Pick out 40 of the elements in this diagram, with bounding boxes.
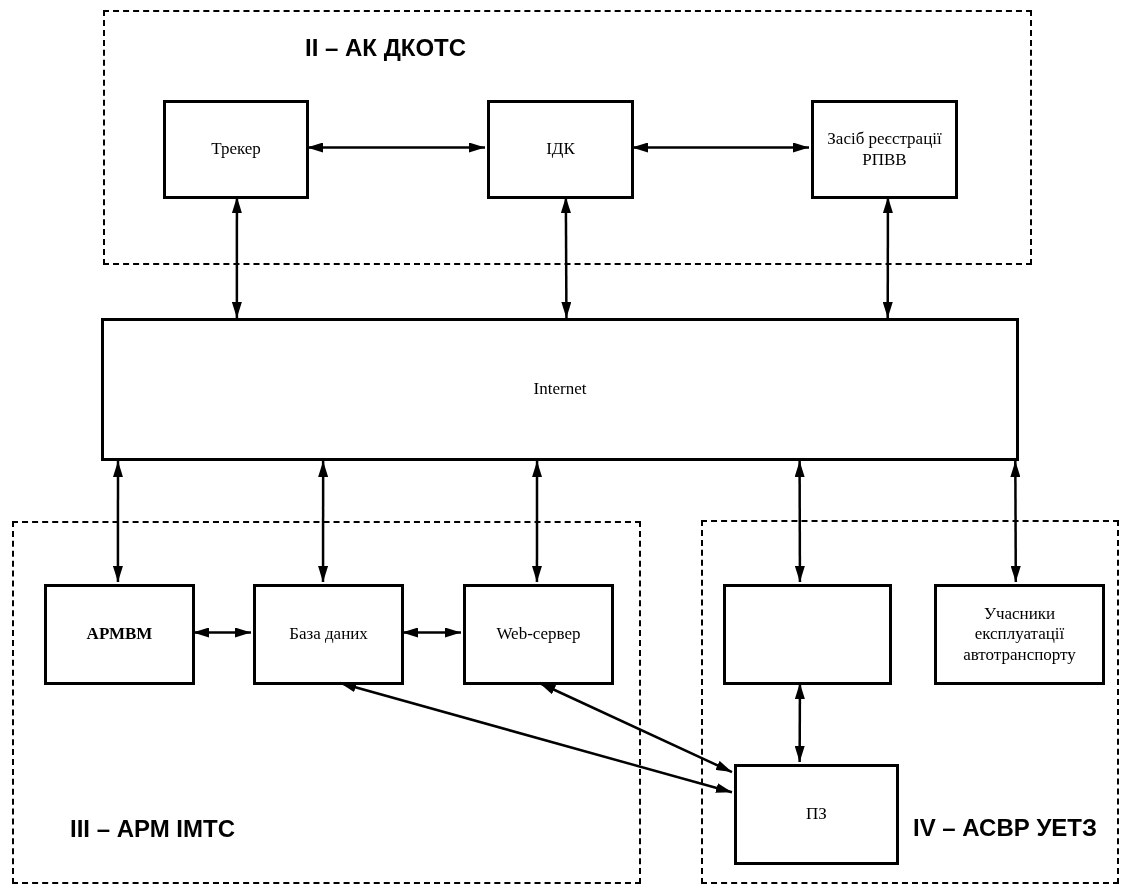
box-label: Web-сервер [496,624,581,645]
double-arrow [560,197,572,318]
dashed-group-boundary [701,520,1119,884]
process-box [253,584,404,685]
box-label: Трекер [211,139,261,160]
process-box [723,584,892,685]
box-label: ІДК [546,139,575,160]
double-arrow [193,627,251,638]
group-heading: II – АК ДКОТС [305,34,467,62]
double-arrow [882,197,893,318]
process-box [811,100,958,199]
double-arrow [231,197,242,318]
dashed-group-boundary [12,521,641,884]
process-box [163,100,309,199]
double-arrow [794,683,805,762]
double-arrow [632,142,809,153]
process-box [101,318,1019,461]
box-label: Засіб реєстрації РПВВ [826,129,943,170]
group-heading: III – АРМ ІМТС [70,815,236,843]
double-arrow [531,461,543,582]
box-label: Учасники експлуатації автотранспорту [962,603,1077,666]
double-arrow [402,627,461,638]
group-heading: IV – АСВР УЕТЗ [913,814,1098,842]
box-label: ПЗ [806,804,827,825]
process-box [934,584,1105,685]
box-label: Internet [533,379,587,400]
dashed-group-boundary [103,10,1032,265]
double-arrow [794,461,805,582]
process-box [44,584,195,685]
double-arrow [539,681,733,774]
box-label: База даних [289,624,368,645]
double-arrow [318,461,329,582]
double-arrow [1010,461,1021,582]
box-label: АРМВМ [86,624,153,645]
double-arrow [307,142,485,153]
process-box [734,764,899,865]
process-box [487,100,634,199]
process-box [463,584,614,685]
double-arrow [339,681,733,794]
double-arrow [112,461,123,582]
